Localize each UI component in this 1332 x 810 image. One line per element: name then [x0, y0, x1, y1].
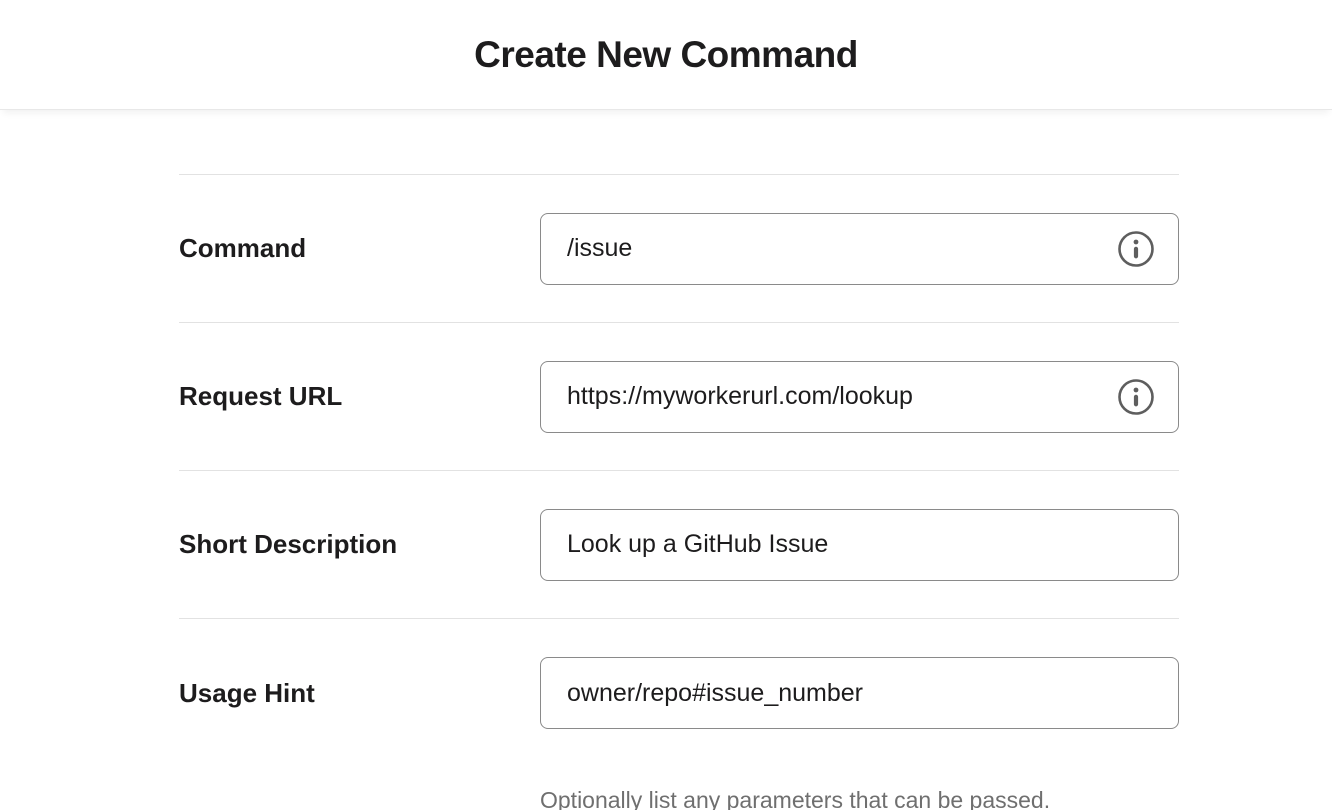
request-url-input[interactable] — [540, 360, 1179, 433]
field-row-request-url: Request URL — [179, 322, 1179, 470]
usage-hint-input[interactable] — [540, 657, 1179, 729]
short-description-input-wrap — [540, 508, 1179, 581]
usage-hint-label: Usage Hint — [179, 677, 315, 708]
request-url-input-wrap — [540, 360, 1179, 433]
page-title: Create New Command — [474, 33, 858, 75]
info-icon[interactable] — [1117, 230, 1155, 268]
field-row-command: Command — [179, 174, 1179, 322]
create-command-form: Command Request URL Short Description — [179, 174, 1179, 810]
usage-hint-input-wrap — [540, 657, 1179, 729]
short-description-label: Short Description — [179, 529, 398, 559]
field-row-short-description: Short Description — [179, 470, 1179, 618]
page-header: Create New Command — [0, 0, 1332, 110]
info-icon[interactable] — [1117, 378, 1155, 416]
command-label: Command — [179, 233, 307, 263]
command-input[interactable] — [540, 212, 1179, 285]
field-row-usage-hint: Usage Hint Optionally list any parameter… — [179, 618, 1179, 810]
short-description-input[interactable] — [540, 508, 1179, 581]
usage-hint-help-text: Optionally list any parameters that can … — [540, 787, 1051, 810]
request-url-label: Request URL — [179, 381, 343, 411]
command-input-wrap — [540, 212, 1179, 285]
